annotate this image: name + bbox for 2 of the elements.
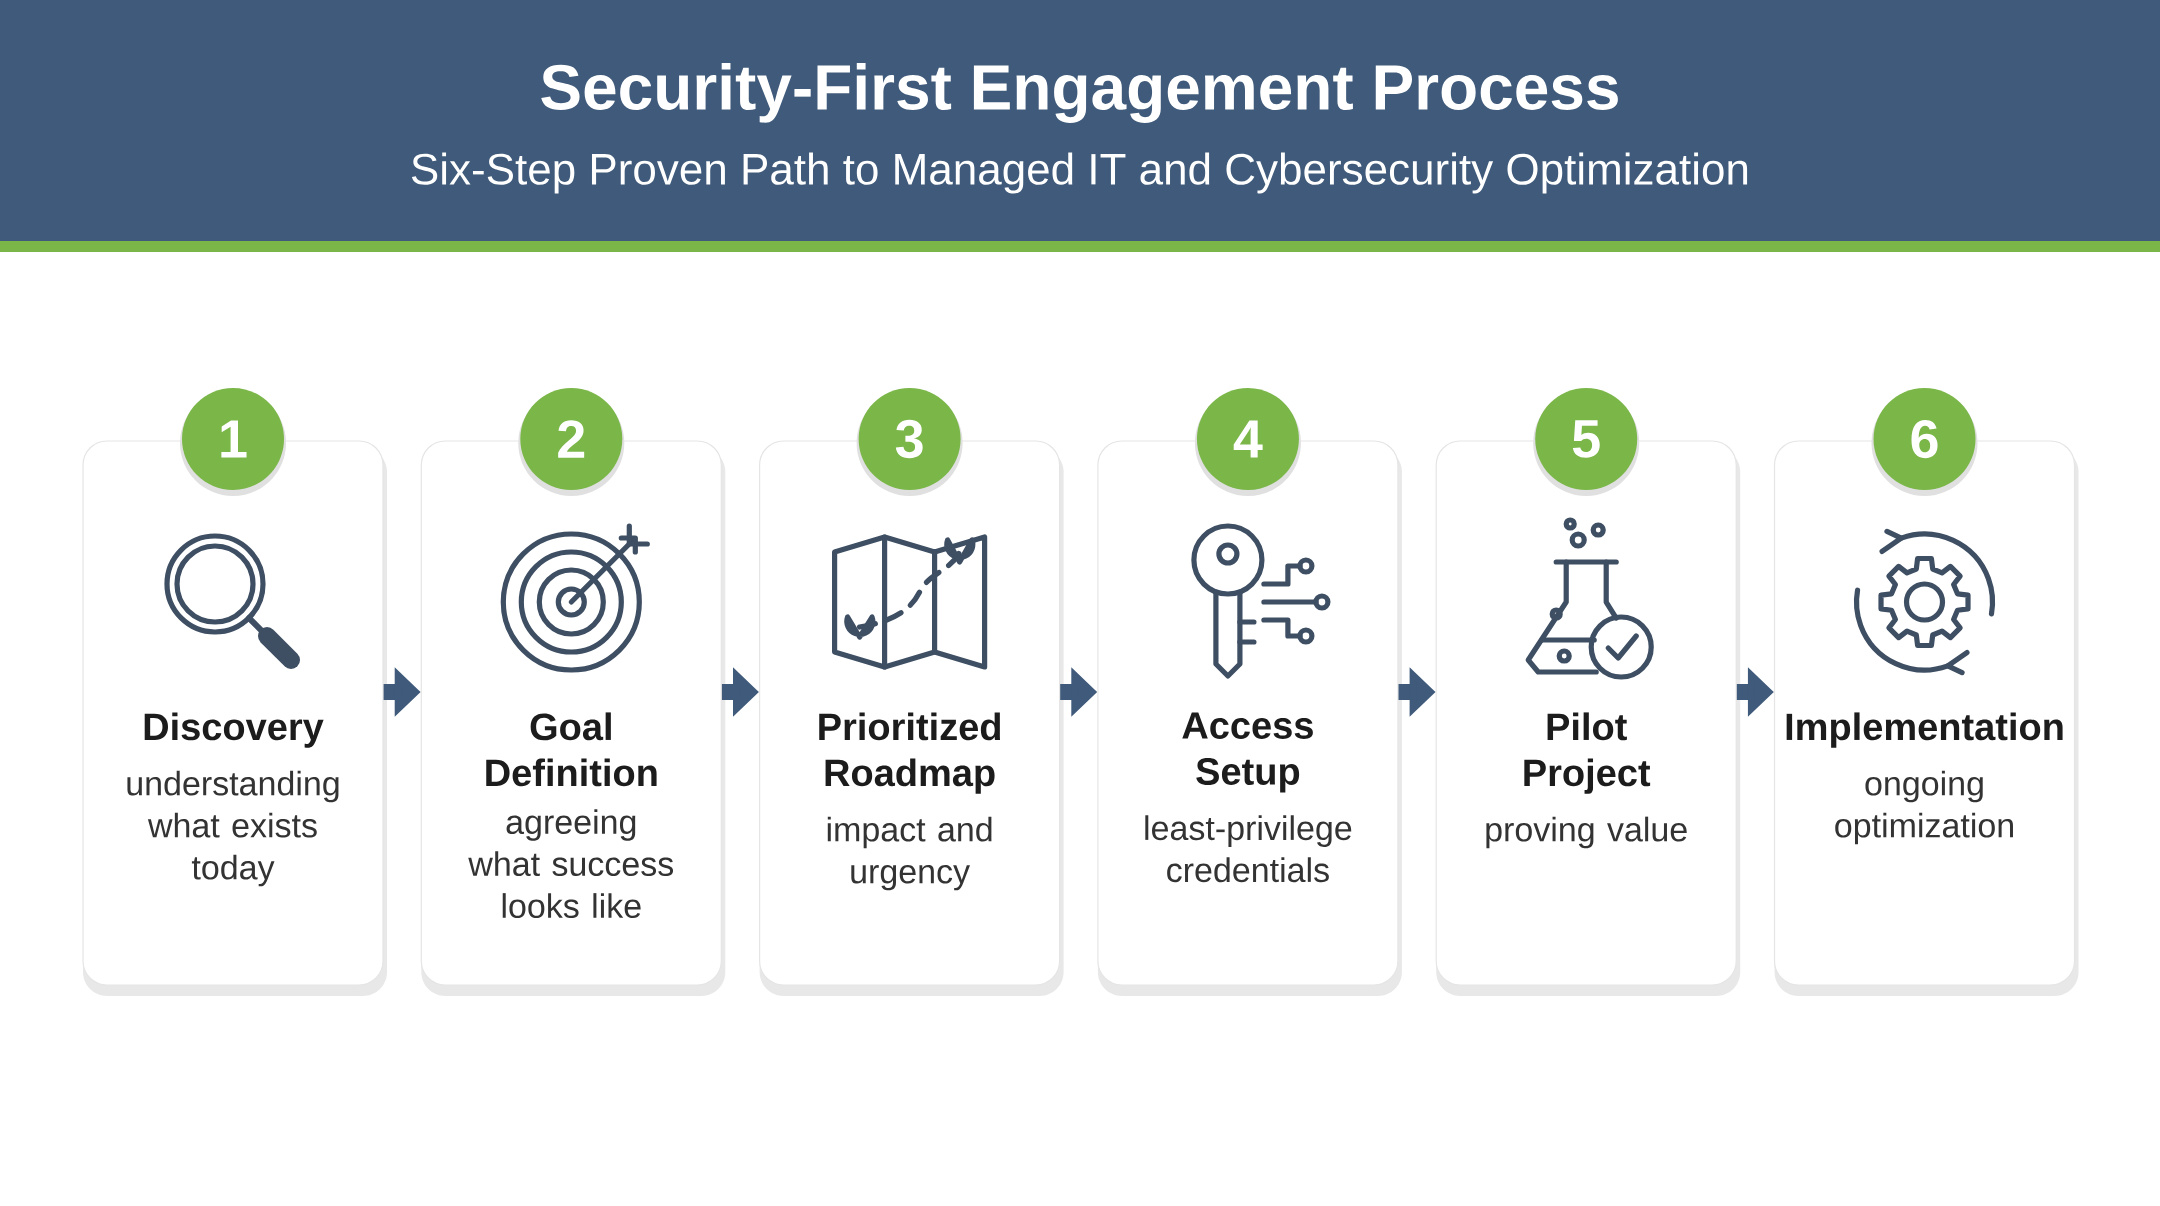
subtitle: Six-Step Proven Path to Managed IT and Cybersecurity Optimization xyxy=(411,152,1748,194)
title: Security-First Engagement Process xyxy=(541,63,1618,123)
